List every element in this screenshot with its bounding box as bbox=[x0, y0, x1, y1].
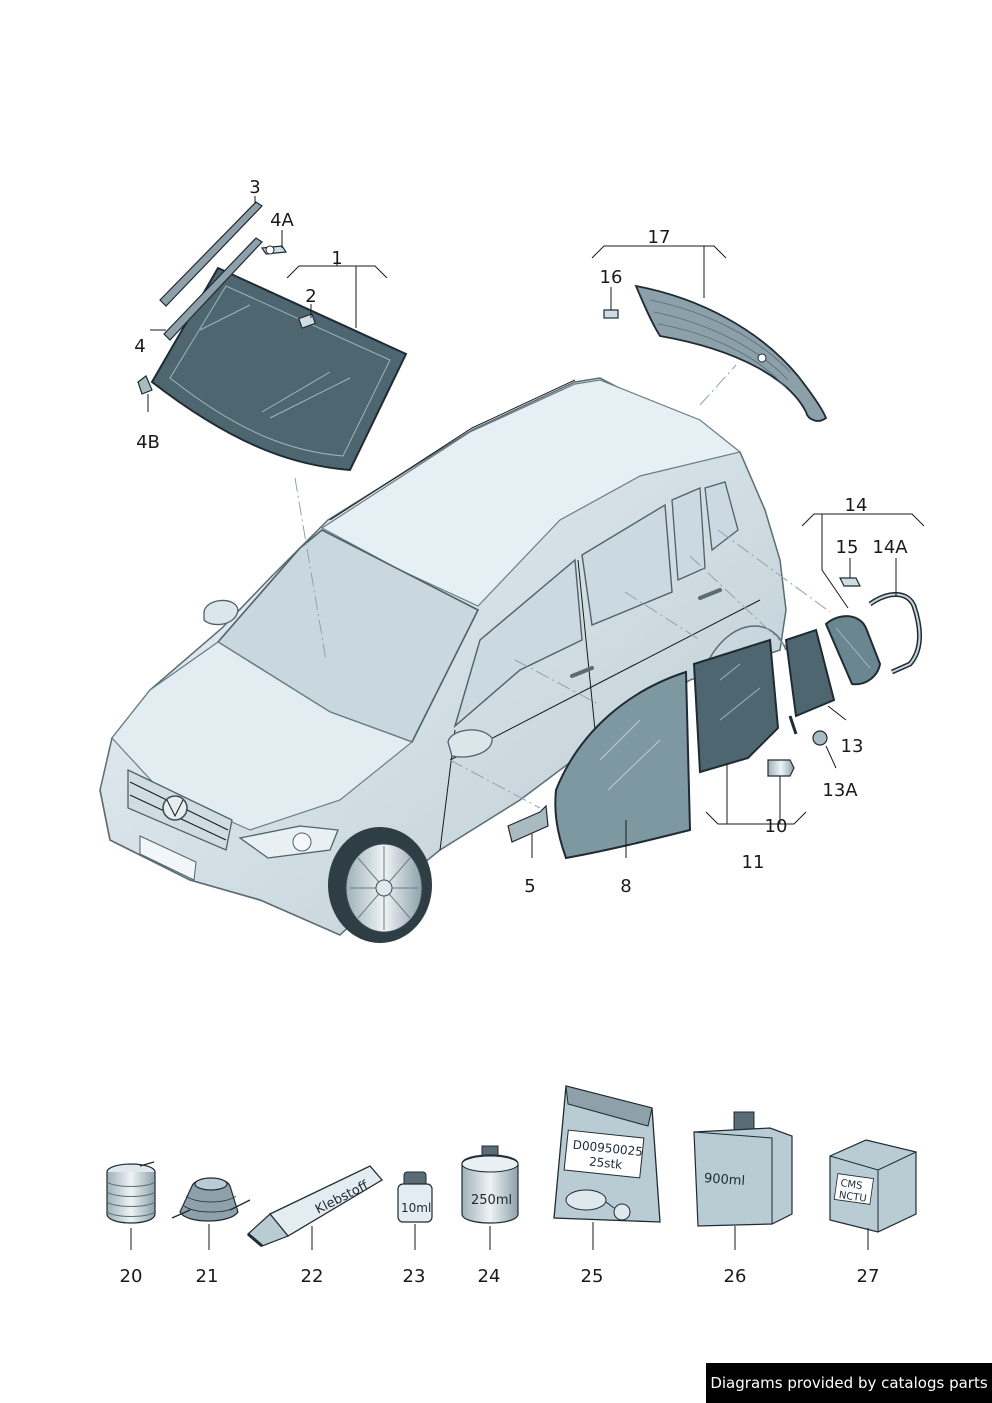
small-bottle-icon: 10ml bbox=[397, 1171, 433, 1223]
coil-icon bbox=[106, 1161, 156, 1224]
callout-16: 16 bbox=[600, 267, 623, 288]
callout-14: 14 bbox=[845, 495, 868, 516]
spool-icon bbox=[171, 1177, 251, 1222]
callout-24: 24 bbox=[478, 1266, 501, 1287]
adhesive-tube-icon: Klebstoff bbox=[247, 1165, 383, 1248]
callout-10: 10 bbox=[765, 816, 788, 837]
callout-4a: 4A bbox=[270, 210, 294, 231]
can-label: 250ml bbox=[471, 1193, 512, 1208]
callout-26: 26 bbox=[724, 1266, 747, 1287]
callout-labels: 3 4A 1 2 4 4B 17 16 14 15 14A 13 13A 10 … bbox=[120, 177, 909, 1287]
vehicle-illustration bbox=[99, 377, 787, 943]
callout-5: 5 bbox=[524, 876, 535, 897]
bag-label-qty: 25stk bbox=[588, 1155, 623, 1172]
can-icon: 250ml bbox=[461, 1145, 519, 1224]
callout-13a: 13A bbox=[822, 780, 858, 801]
box-icon: CMS NCTU bbox=[829, 1139, 917, 1233]
part-illustrations bbox=[137, 201, 922, 860]
bag-icon: D00950025 25stk bbox=[553, 1085, 661, 1223]
callout-27: 27 bbox=[857, 1266, 880, 1287]
callout-2: 2 bbox=[305, 286, 316, 307]
callout-22: 22 bbox=[301, 1266, 324, 1287]
callout-23: 23 bbox=[403, 1266, 426, 1287]
callout-17: 17 bbox=[648, 227, 671, 248]
callout-11: 11 bbox=[742, 852, 765, 873]
callout-14a: 14A bbox=[872, 537, 908, 558]
accessory-illustrations: Klebstoff 10ml 250ml D00950025 25stk bbox=[106, 1085, 917, 1248]
small-bottle-label: 10ml bbox=[401, 1201, 431, 1215]
credit-banner: Diagrams provided by catalogs parts bbox=[706, 1363, 992, 1403]
canister-icon: 900ml bbox=[693, 1111, 793, 1227]
callout-4: 4 bbox=[134, 336, 145, 357]
callout-13: 13 bbox=[841, 736, 864, 757]
leader-lines bbox=[147, 196, 925, 858]
callout-8: 8 bbox=[620, 876, 631, 897]
callout-15: 15 bbox=[836, 537, 859, 558]
callout-1: 1 bbox=[331, 248, 342, 269]
accessory-leader-lines bbox=[130, 1222, 869, 1250]
box-label-line1: CMS bbox=[840, 1178, 863, 1192]
callout-4b: 4B bbox=[136, 432, 160, 453]
callout-25: 25 bbox=[581, 1266, 604, 1287]
canister-label: 900ml bbox=[704, 1171, 746, 1189]
callout-20: 20 bbox=[120, 1266, 143, 1287]
callout-3: 3 bbox=[249, 177, 260, 198]
callout-21: 21 bbox=[196, 1266, 219, 1287]
assembly-lines bbox=[294, 364, 831, 809]
box-label-line2: NCTU bbox=[838, 1190, 867, 1205]
